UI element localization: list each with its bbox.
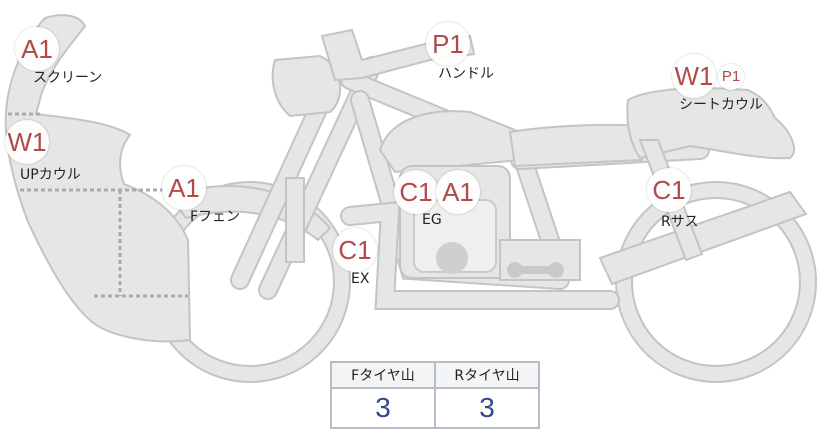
swingarm-shape — [598, 190, 808, 286]
engine-code-badge-2: A1 — [436, 170, 480, 214]
exhaust-label: EX — [351, 271, 370, 287]
seatcowl-code-badge-1: W1 — [672, 54, 716, 98]
handle-label: ハンドル — [438, 66, 494, 82]
exhaust-shape — [340, 200, 620, 310]
engine-code-badge-1: C1 — [394, 170, 438, 214]
ffender-label: Fフェン — [190, 209, 241, 225]
upcowl-label: UPカウル — [20, 167, 81, 183]
engine-label: EG — [422, 212, 442, 228]
upcowl-code-badge: W1 — [5, 120, 49, 164]
seat-shape — [508, 123, 644, 168]
tire-tread-table: Fタイヤ山 Rタイヤ山 3 3 — [330, 361, 540, 429]
fuel-tank-shape — [378, 110, 522, 174]
ffender-code-badge: A1 — [162, 166, 206, 210]
seatcowl-code-badge-2: P1 — [718, 64, 744, 90]
exhaust-code-badge: C1 — [333, 228, 377, 272]
screen-code-badge: A1 — [15, 27, 59, 71]
front-tire-value: 3 — [330, 387, 436, 429]
rsus-code-badge: C1 — [647, 168, 691, 212]
seatcowl-label: シートカウル — [679, 97, 763, 113]
panel-seams — [8, 112, 188, 298]
front-tire-header: Fタイヤ山 — [330, 361, 436, 389]
screen-label: スクリーン — [33, 70, 103, 86]
footpeg-shape — [507, 262, 564, 278]
handle-code-badge: P1 — [426, 22, 470, 66]
rear-tire-header: Rタイヤ山 — [434, 361, 540, 389]
rear-tire-value: 3 — [434, 387, 540, 429]
rear-wheel — [615, 181, 817, 383]
rsus-label: Rサス — [661, 214, 699, 230]
